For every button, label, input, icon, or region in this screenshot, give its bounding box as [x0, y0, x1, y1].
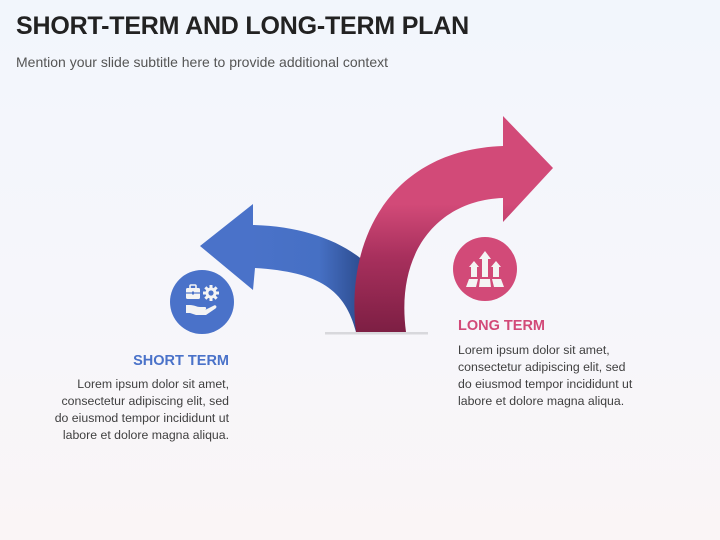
- briefcase-gear-hand-icon: [186, 284, 219, 315]
- long-term-line: do eiusmod tempor incididunt ut: [458, 377, 633, 391]
- short-term-heading: SHORT TERM: [133, 353, 229, 369]
- page-title: SHORT-TERM AND LONG-TERM PLAN: [16, 12, 469, 40]
- long-term-line: labore et dolore magna aliqua.: [458, 394, 625, 408]
- short-term-line: labore et dolore magna aliqua.: [62, 428, 229, 442]
- baseline: [325, 332, 428, 335]
- growth-arrows-icon: [466, 251, 504, 287]
- short-term-description: Lorem ipsum dolor sit amet, consectetur …: [9, 376, 229, 444]
- short-term-line: consectetur adipiscing elit, sed: [61, 394, 229, 408]
- short-term-icon-badge: [170, 270, 234, 334]
- long-term-arrow: [354, 116, 553, 332]
- long-term-line: Lorem ipsum dolor sit amet,: [458, 343, 610, 357]
- long-term-heading: LONG TERM: [458, 318, 545, 334]
- short-term-line: do eiusmod tempor incididunt ut: [54, 411, 229, 425]
- page-subtitle: Mention your slide subtitle here to prov…: [16, 54, 388, 70]
- long-term-icon-badge: [453, 237, 517, 301]
- short-term-arrow: [200, 204, 365, 332]
- long-term-description: Lorem ipsum dolor sit amet, consectetur …: [458, 342, 678, 410]
- long-term-line: consectetur adipiscing elit, sed: [458, 360, 626, 374]
- short-term-line: Lorem ipsum dolor sit amet,: [77, 377, 229, 391]
